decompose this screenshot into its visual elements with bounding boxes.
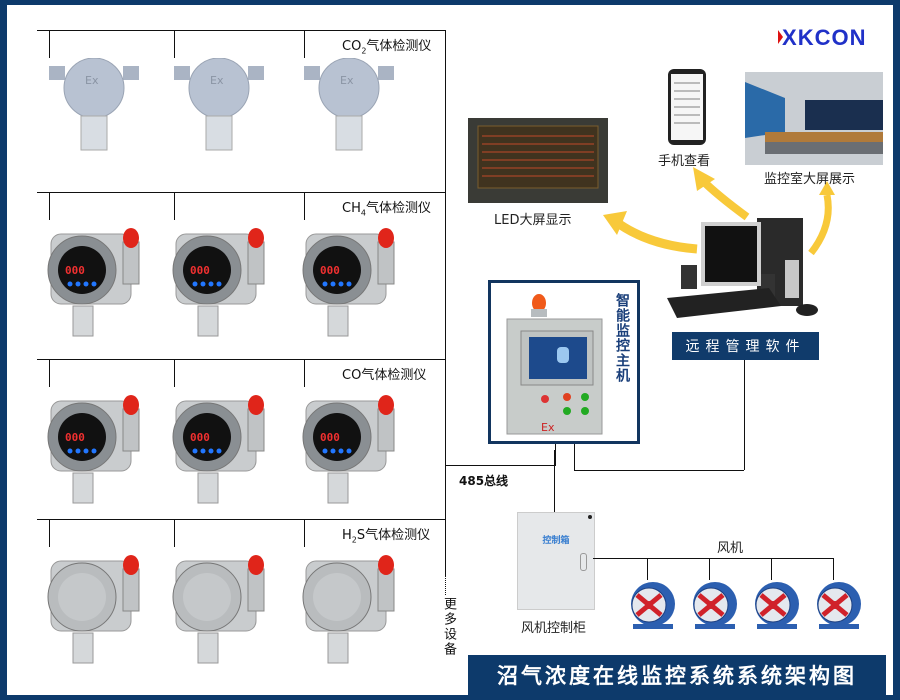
- detector-group-label: CH4气体检测仪: [342, 201, 431, 218]
- detector-drop-line: [174, 192, 175, 220]
- mobile-phone-image: [668, 69, 706, 145]
- svg-text:000: 000: [320, 264, 340, 277]
- fan-drop-line: [709, 558, 710, 580]
- keyboard: [667, 288, 781, 318]
- fan-drop-line: [771, 558, 772, 580]
- fan-drop-line: [647, 558, 648, 580]
- more-devices-label: 更多设备: [441, 597, 456, 657]
- led-screen-image: [468, 118, 608, 203]
- detector-drop-line: [304, 30, 305, 58]
- arrow-to-led: [612, 217, 698, 254]
- host-cabinet-image: Ex: [506, 294, 603, 435]
- main-bus-line: [445, 30, 446, 575]
- gas-detector: [302, 555, 395, 664]
- detector-drop-line: [49, 519, 50, 547]
- cabinet-handle: [580, 553, 587, 571]
- gas-detector: 000: [47, 395, 140, 504]
- bus-label: 485总线: [459, 474, 509, 488]
- cabinet-label: 控制箱: [542, 536, 570, 546]
- host-to-remote-line-c: [744, 360, 745, 470]
- gas-detector: 000: [47, 228, 140, 337]
- host-label: 智能监控主机: [614, 293, 630, 383]
- svg-text:000: 000: [190, 264, 210, 277]
- control-room-image: [745, 72, 883, 165]
- cabinet-lock: [588, 515, 592, 519]
- svg-text:000: 000: [65, 431, 85, 444]
- bus-continuation-dots: [445, 575, 447, 595]
- smart-monitoring-host: Ex 智能监控主机: [488, 280, 640, 444]
- host-bus-drop: [555, 444, 556, 466]
- bus-to-host-line: [445, 465, 555, 466]
- detector-drop-line: [304, 519, 305, 547]
- svg-text:000: 000: [320, 431, 340, 444]
- logo-x: X: [782, 25, 798, 50]
- led-caption: LED大屏显示: [494, 213, 572, 228]
- group-bus-line: [37, 519, 445, 520]
- detector-drop-line: [49, 30, 50, 58]
- gas-detector: Ex: [49, 58, 139, 151]
- gas-detector: 000: [302, 395, 395, 504]
- computer-image: [667, 218, 818, 318]
- detector-drop-line: [174, 30, 175, 58]
- svg-text:Ex: Ex: [210, 74, 224, 87]
- detector-drop-line: [304, 192, 305, 220]
- detector-drop-line: [49, 192, 50, 220]
- gas-detector: Ex: [174, 58, 264, 151]
- fans-caption: 风机: [717, 541, 744, 556]
- svg-text:000: 000: [190, 431, 210, 444]
- arrow-to-control-room: [808, 194, 832, 256]
- detector-drop-line: [49, 359, 50, 387]
- fan-cabinet-caption: 风机控制柜: [521, 621, 587, 636]
- detector-drop-line: [304, 359, 305, 387]
- mobile-caption: 手机查看: [658, 154, 711, 169]
- monitor-screen: [705, 226, 757, 282]
- host-alarm-light: [532, 294, 546, 312]
- detector-drop-line: [174, 519, 175, 547]
- fan: [817, 582, 861, 629]
- ex-mark: Ex: [541, 421, 555, 434]
- fan: [631, 582, 675, 629]
- gas-detector: Ex: [304, 58, 394, 151]
- fan: [755, 582, 799, 629]
- arrow-to-mobile: [698, 176, 750, 221]
- gas-detector: 000: [302, 228, 395, 337]
- brand-logo: XKCON: [782, 25, 866, 51]
- fan-bus-line: [593, 558, 833, 559]
- gas-detector: [47, 555, 140, 664]
- svg-text:Ex: Ex: [85, 74, 99, 87]
- detector-group-label: CO气体检测仪: [342, 368, 427, 383]
- gas-detector: [172, 555, 265, 664]
- group-bus-line: [37, 192, 445, 193]
- gas-detector: 000: [172, 395, 265, 504]
- svg-text:000: 000: [65, 264, 85, 277]
- remote-management-software: 远程管理软件: [672, 332, 819, 360]
- fan-control-cabinet: 控制箱: [517, 512, 595, 610]
- host-to-fan-cabinet-line: [554, 450, 555, 512]
- logo-text: KCON: [797, 25, 867, 50]
- gas-detector: 000: [172, 228, 265, 337]
- control-room-caption: 监控室大屏展示: [764, 172, 856, 187]
- fan: [693, 582, 737, 629]
- group-bus-line: [37, 30, 445, 31]
- mouse: [796, 304, 818, 316]
- fan-drop-line: [833, 558, 834, 580]
- diagram-title: 沼气浓度在线监控系统系统架构图: [468, 655, 886, 695]
- svg-text:Ex: Ex: [340, 74, 354, 87]
- diagram-canvas: XKCON 更多设备 CO2气体检测仪 Ex Ex Ex CH4气体检测仪 00…: [7, 5, 893, 695]
- detector-group-label: CO2气体检测仪: [342, 39, 432, 56]
- host-to-remote-line-a: [574, 444, 575, 470]
- output-arrows: [603, 167, 835, 256]
- group-bus-line: [37, 359, 445, 360]
- host-to-remote-line-b: [574, 470, 744, 471]
- detector-drop-line: [174, 359, 175, 387]
- detector-group-label: H2S气体检测仪: [342, 528, 431, 545]
